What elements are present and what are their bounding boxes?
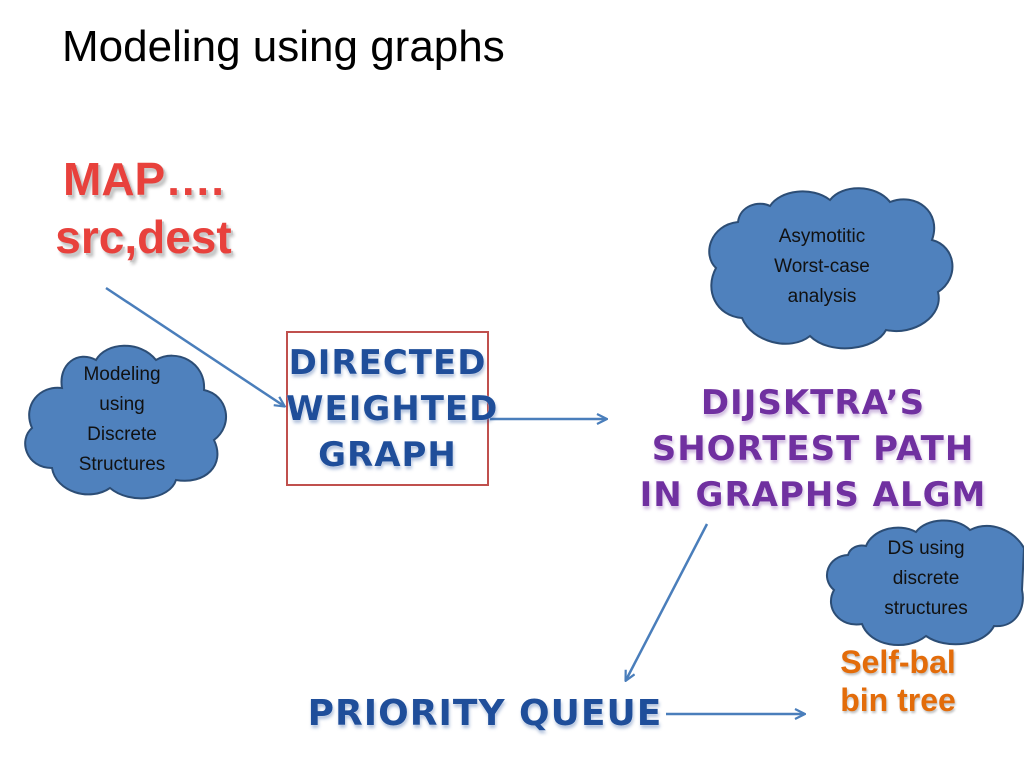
- map-line-1: MAP….: [63, 153, 224, 205]
- selfbal-line: bin tree: [840, 682, 956, 718]
- cloud-modeling-line: Modeling: [83, 364, 161, 385]
- map-line-2: src,dest: [55, 211, 232, 263]
- cloud-ds-line: structures: [884, 598, 968, 619]
- directed-weighted-graph-box: [286, 331, 489, 486]
- dijkstra-line: IN GRAPHS ALGM: [639, 475, 987, 515]
- cloud-ds-shape: [826, 519, 1024, 647]
- dwg-line: GRAPH: [318, 435, 457, 475]
- dijkstra-line: DIJSKTRA’S: [700, 383, 926, 423]
- cloud-asymptotic: [708, 187, 954, 350]
- cloud-modeling-text: Modeling using Discrete Structures: [52, 360, 192, 480]
- cloud-ds: [826, 519, 1024, 647]
- cloud-asymptotic-line: Asymotitic: [778, 226, 866, 247]
- dwg-line: DIRECTED: [288, 343, 487, 383]
- dijkstra-label: DIJSKTRA’S SHORTEST PATH IN GRAPHS ALGM: [618, 380, 1008, 518]
- cloud-ds-line: DS using: [887, 538, 965, 559]
- cloud-modeling-line: Structures: [78, 454, 166, 475]
- page-title: Modeling using graphs: [62, 22, 505, 71]
- self-balancing-tree-label: Self-bal bin tree: [808, 643, 988, 719]
- map-src-dest-label: MAP…. src,dest: [36, 150, 251, 266]
- directed-weighted-graph-label: DIRECTED WEIGHTED GRAPH: [286, 340, 499, 478]
- cloud-asymptotic-shape: [708, 187, 954, 350]
- cloud-asymptotic-text: Asymotitic Worst-case analysis: [752, 222, 892, 312]
- cloud-modeling-shape: [24, 344, 227, 500]
- cloud-asymptotic-line: Worst-case: [774, 256, 870, 277]
- arrow-dijkstra-to-pq: [626, 523, 709, 680]
- cloud-modeling-line: using: [99, 394, 145, 415]
- cloud-ds-line: discrete: [892, 568, 960, 589]
- cloud-modeling: [24, 344, 227, 500]
- cloud-asymptotic-line: analysis: [787, 286, 857, 307]
- arrow-map-to-graph: [105, 286, 284, 406]
- dwg-line: WEIGHTED: [286, 389, 499, 429]
- selfbal-line: Self-bal: [840, 644, 956, 680]
- priority-queue-label: PRIORITY QUEUE: [307, 693, 663, 734]
- cloud-ds-text: DS using discrete structures: [856, 534, 996, 624]
- cloud-modeling-line: Discrete: [87, 424, 157, 445]
- dijkstra-line: SHORTEST PATH: [651, 429, 975, 469]
